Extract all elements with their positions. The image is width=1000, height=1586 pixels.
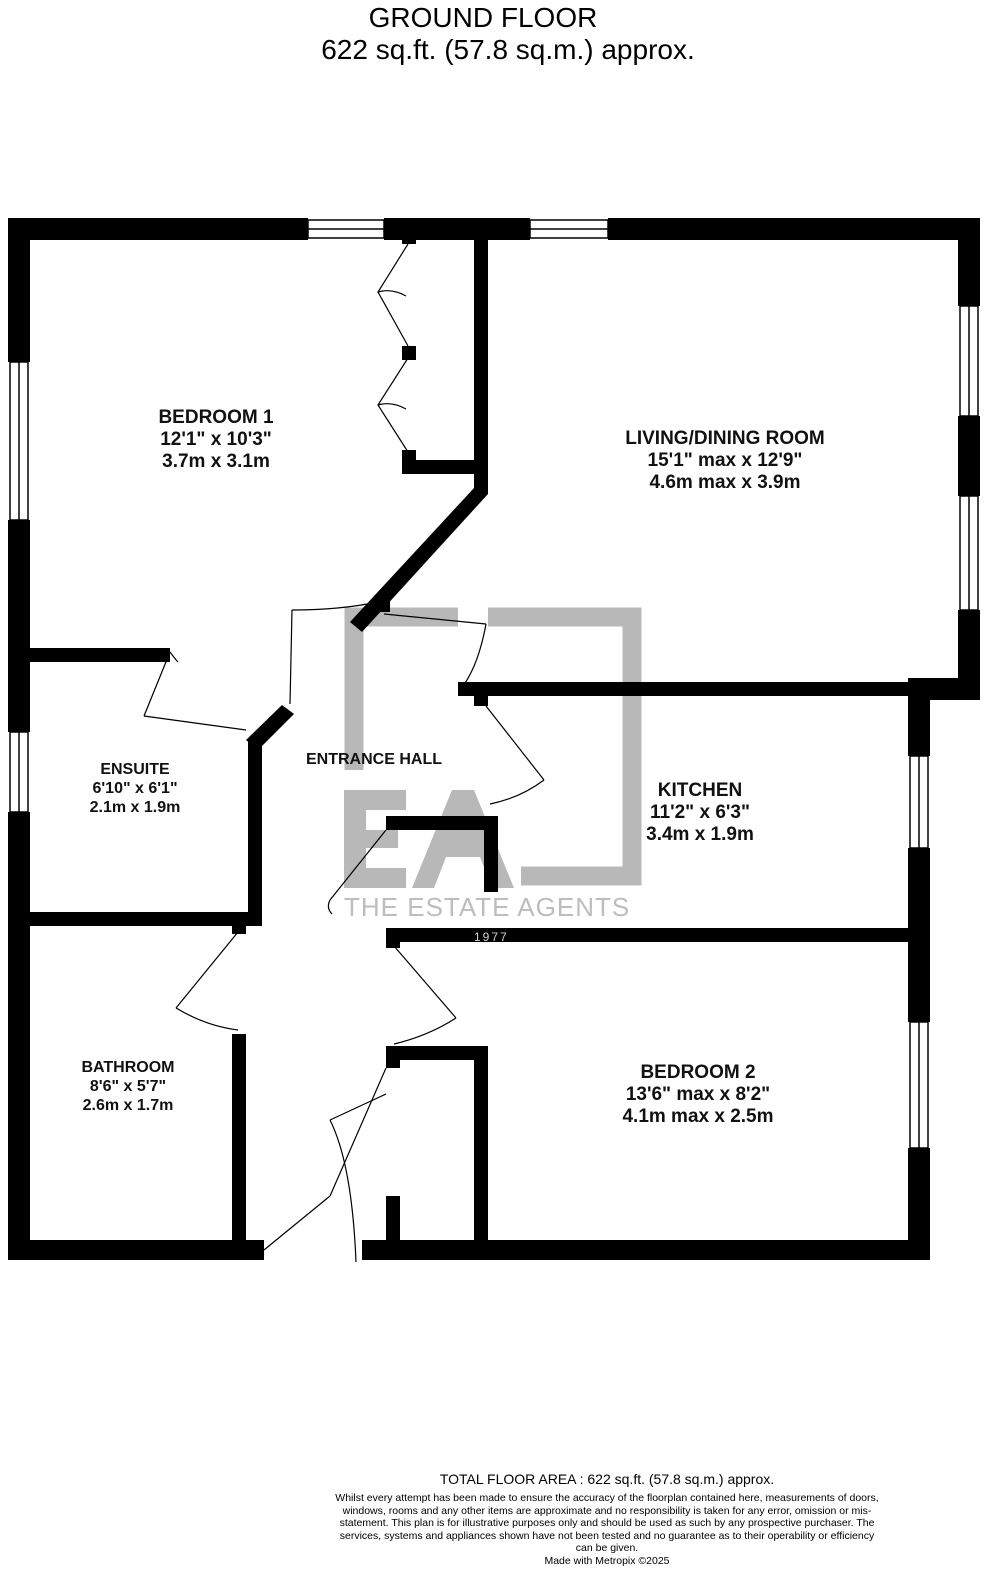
room-metric: 4.1m max x 2.5m <box>622 1106 774 1127</box>
room-imperial: 15'1" max x 12'9" <box>647 450 803 471</box>
door-kitchen <box>485 705 545 805</box>
door-bedroom1-wardrobe <box>377 243 409 453</box>
room-metric: 4.6m max x 3.9m <box>649 472 801 493</box>
door-ensuite <box>143 651 247 731</box>
room-ensuite: ENSUITE 6'10" x 6'1" 2.1m x 1.9m <box>60 760 210 817</box>
made-with-credit: Made with Metropix ©2025 <box>544 1554 670 1567</box>
room-imperial: 11'2" x 6'3" <box>650 802 750 823</box>
room-name: KITCHEN <box>657 780 743 801</box>
room-name: ENSUITE <box>100 761 170 778</box>
room-bedroom1: BEDROOM 1 12'1" x 10'3" 3.7m x 3.1m <box>106 407 326 473</box>
window-bedroom1-top <box>307 219 385 239</box>
total-floor-area: TOTAL FLOOR AREA : 622 sq.ft. (57.8 sq.m… <box>439 1471 775 1487</box>
window-kitchen-right <box>909 755 929 849</box>
window-living-right-2 <box>959 495 979 611</box>
watermark-year: 1977 <box>474 930 509 944</box>
room-name: BEDROOM 1 <box>158 407 274 428</box>
window-living-right-1 <box>959 305 979 417</box>
interior-walls <box>30 236 922 1242</box>
doors <box>143 243 545 1263</box>
room-imperial: 12'1" x 10'3" <box>160 429 272 450</box>
door-jambs <box>232 226 416 948</box>
floor-area: 622 sq.ft. (57.8 sq.m.) approx. <box>321 34 695 65</box>
room-imperial: 13'6" max x 8'2" <box>625 1084 771 1105</box>
watermark-tagline: THE ESTATE AGENTS <box>344 892 631 922</box>
disclaimer: Whilst every attempt has been made to en… <box>335 1492 879 1554</box>
window-living-top <box>529 219 609 239</box>
windows <box>9 219 979 1149</box>
door-hall-cupboard <box>327 829 387 915</box>
room-imperial: 8'6" x 5'7" <box>89 1078 167 1095</box>
room-bathroom: BATHROOM 8'6" x 5'7" 2.6m x 1.7m <box>50 1058 206 1115</box>
door-bathroom <box>175 931 239 1031</box>
room-bedroom2: BEDROOM 2 13'6" max x 8'2" 4.1m max x 2.… <box>586 1062 810 1128</box>
door-bedroom2 <box>393 945 457 1045</box>
room-name: BATHROOM <box>81 1059 175 1076</box>
room-metric: 3.4m x 1.9m <box>646 824 754 845</box>
watermark-logo <box>344 607 642 886</box>
window-ensuite-left <box>9 731 29 813</box>
room-living-dining: LIVING/DINING ROOM 15'1" max x 12'9" 4.6… <box>590 428 860 494</box>
window-bedroom1-left <box>9 361 29 521</box>
room-name: LIVING/DINING ROOM <box>625 428 825 449</box>
exterior-walls <box>8 218 980 1260</box>
room-name: BEDROOM 2 <box>640 1062 756 1083</box>
room-metric: 2.6m x 1.7m <box>82 1097 174 1114</box>
room-kitchen: KITCHEN 11'2" x 6'3" 3.4m x 1.9m <box>600 780 800 846</box>
window-bedroom2-right <box>909 1021 929 1149</box>
room-name: ENTRANCE HALL <box>306 751 442 768</box>
room-metric: 3.7m x 3.1m <box>162 451 270 472</box>
plan-footer: TOTAL FLOOR AREA : 622 sq.ft. (57.8 sq.m… <box>330 1470 884 1567</box>
room-imperial: 6'10" x 6'1" <box>92 780 178 797</box>
door-living <box>383 613 487 691</box>
door-front-entrance <box>263 1067 387 1263</box>
room-metric: 2.1m x 1.9m <box>89 799 181 816</box>
floor-title: GROUND FLOOR <box>368 2 598 33</box>
door-bedroom1 <box>289 601 379 705</box>
room-entrance-hall: ENTRANCE HALL <box>288 750 460 769</box>
